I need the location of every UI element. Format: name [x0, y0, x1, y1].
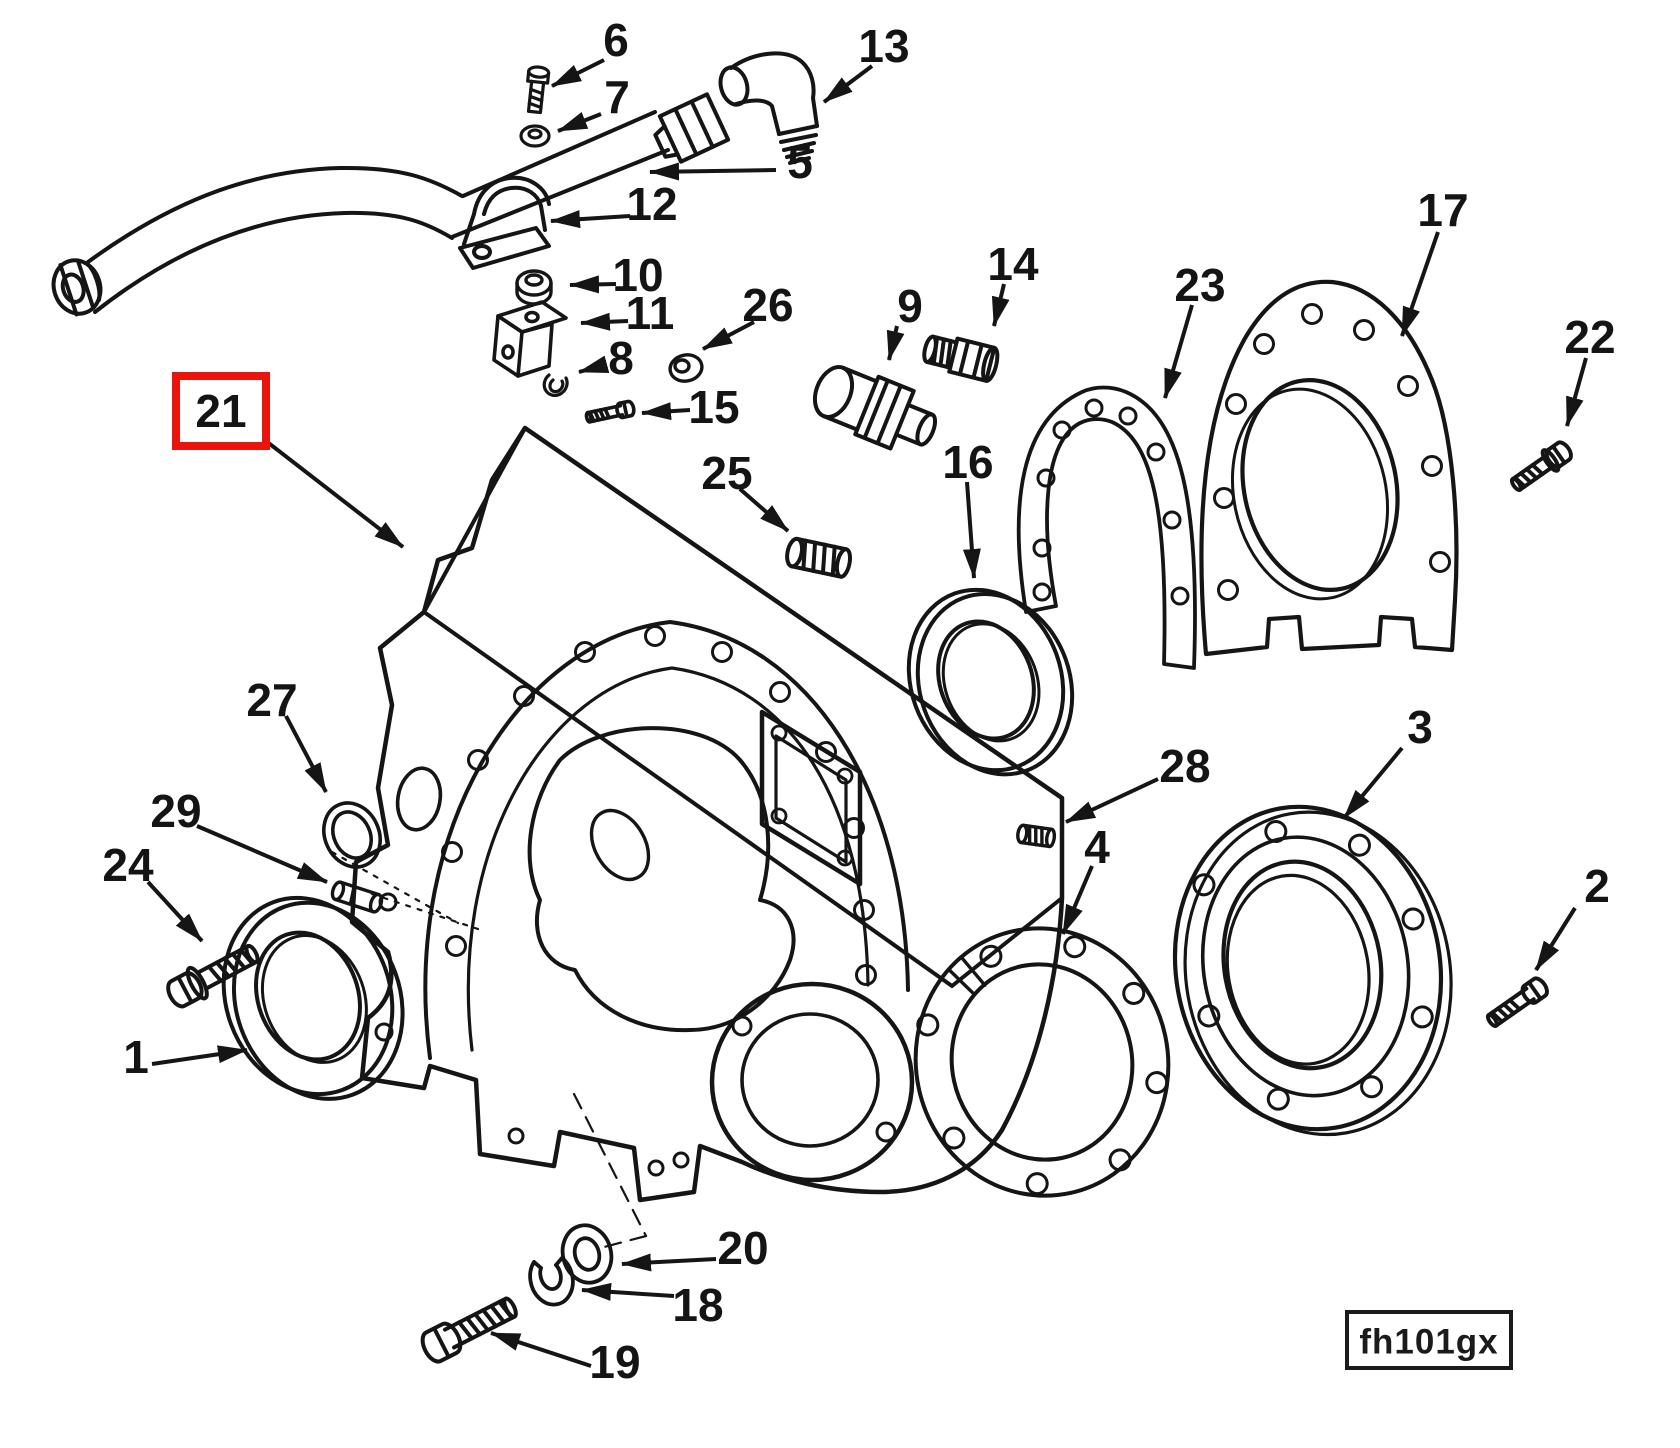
callout-21-label: 21: [195, 385, 246, 437]
callout-6-label: 6: [603, 14, 629, 66]
part-22-bolt: [1509, 440, 1573, 492]
callout-25-label: 25: [701, 447, 752, 499]
part-29-dowel-pin: [330, 880, 384, 914]
callout-10-label: 10: [612, 249, 663, 301]
part-26-washer: [668, 353, 704, 383]
callout-3-arrow: [1342, 746, 1404, 820]
callout-27-arrow: [284, 715, 328, 793]
part-18-lock-washer: [528, 1256, 575, 1307]
part-hose: [51, 165, 464, 317]
callout-17-label: 17: [1417, 184, 1468, 236]
callout-1-label: 1: [123, 1031, 149, 1083]
callout-29-label: 29: [150, 785, 201, 837]
callout-2-arrow: [1534, 906, 1577, 972]
callout-26-arrow: [702, 320, 755, 351]
callout-8-label: 8: [608, 332, 634, 384]
callout-16-arrow: [962, 481, 981, 579]
part-3-flange: [1172, 804, 1453, 1137]
part-13-elbow-fitting: [718, 51, 819, 165]
callout-13-label: 13: [858, 20, 909, 72]
callout-27-label: 27: [246, 674, 297, 726]
part-23-gasket: [1016, 385, 1197, 670]
highlight-box-callout-21: [172, 372, 270, 450]
part-5-tube: [450, 92, 731, 239]
part-14-plug: [922, 334, 1000, 383]
callout-26-label: 26: [742, 279, 793, 331]
callout-16-label: 16: [942, 436, 993, 488]
callout-28-arrow: [1065, 777, 1159, 824]
part-10-grommet: [515, 269, 553, 306]
part-9-adapter-fitting: [812, 365, 938, 451]
part-2-bolt: [1485, 976, 1549, 1028]
callout-15-label: 15: [688, 381, 739, 433]
callout-6-arrow: [551, 58, 605, 88]
callout-12-label: 12: [626, 178, 677, 230]
callout-10-arrow: [569, 275, 617, 294]
part-21-flywheel-housing: [349, 425, 1065, 1203]
part-19-bolt: [420, 1296, 518, 1364]
part-1-seal: [221, 895, 405, 1101]
callout-4-label: 4: [1084, 821, 1110, 873]
callout-23-arrow: [1163, 304, 1194, 399]
callout-22-label: 22: [1564, 311, 1615, 363]
figure-code-label: fh101gx: [1359, 1323, 1498, 1362]
callout-24-label: 24: [102, 839, 154, 891]
callout-8-arrow: [578, 355, 610, 374]
callout-3-label: 3: [1407, 701, 1433, 753]
callout-9-label: 9: [897, 280, 923, 332]
part-17-seal-retainer: [1199, 279, 1459, 657]
callout-18-label: 18: [672, 1279, 723, 1331]
callout-20-label: 20: [717, 1222, 768, 1274]
part-6-bolt: [526, 65, 551, 115]
callout-29-arrow: [196, 824, 328, 884]
part-4-gasket-ring: [913, 926, 1171, 1198]
part-7-washer: [519, 124, 551, 148]
callout-23-label: 23: [1174, 259, 1225, 311]
diagram-artwork: [51, 51, 1573, 1364]
callout-20-arrow: [621, 1253, 717, 1272]
callout-12-arrow: [550, 210, 631, 229]
callout-25-arrow: [738, 487, 790, 533]
figure-code-box: fh101gx: [1345, 1310, 1513, 1370]
callout-7-arrow: [557, 111, 602, 133]
callout-18-arrow: [581, 1282, 675, 1301]
callout-14-label: 14: [987, 238, 1039, 290]
callout-7-label: 7: [604, 71, 630, 123]
part-16-seal: [906, 587, 1075, 777]
part-27-o-ring: [322, 801, 382, 869]
callout-13-arrow: [822, 64, 874, 104]
callout-24-arrow: [146, 880, 204, 943]
figure-code-frame: [1345, 1310, 1513, 1370]
projection-lines: [330, 850, 648, 1249]
part-15-bolt: [584, 399, 636, 424]
callout-28-label: 28: [1159, 740, 1210, 792]
callout-2-label: 2: [1584, 860, 1610, 912]
callout-5-arrow: [649, 162, 777, 181]
part-28-set-screw: [1016, 823, 1057, 849]
callout-17-arrow: [1400, 231, 1440, 337]
callout-1-arrow: [151, 1045, 248, 1066]
callout-4-arrow: [1061, 865, 1094, 935]
callout-14-arrow: [991, 283, 1010, 327]
part-25-plug: [785, 536, 853, 579]
callout-11-label: 11: [626, 287, 675, 339]
callout-19-label: 19: [589, 1336, 640, 1388]
part-12-clamp: [458, 175, 551, 270]
callout-21-arrow: [251, 429, 405, 549]
callout-15-arrow: [641, 402, 691, 421]
callout-5-label: 5: [787, 136, 813, 188]
part-11-bracket: [492, 300, 568, 378]
callout-22-arrow: [1565, 357, 1588, 427]
callout-19-arrow: [490, 1331, 592, 1368]
part-8-lock-washer: [542, 373, 569, 397]
callout-11-arrow: [580, 312, 629, 331]
callout-9-arrow: [886, 325, 905, 361]
